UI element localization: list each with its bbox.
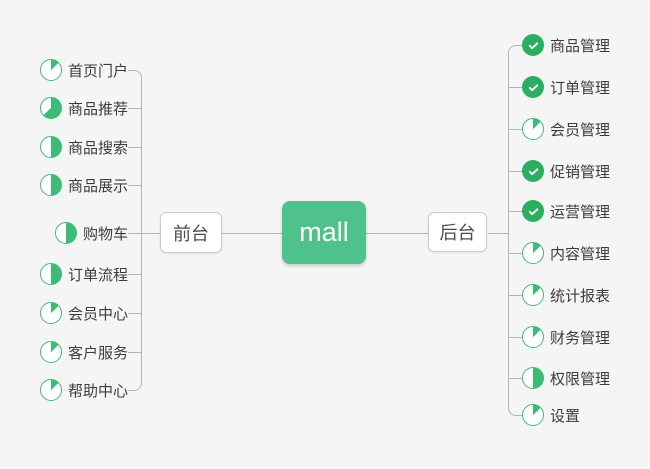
item-label: 运营管理 xyxy=(550,203,611,221)
item-label: 订单管理 xyxy=(550,79,611,97)
mindmap-item[interactable]: 会员管理 xyxy=(522,117,610,141)
item-label: 商品推荐 xyxy=(67,100,128,118)
mindmap-item[interactable]: 商品搜索 xyxy=(39,135,128,159)
mindmap-item[interactable]: 客户服务 xyxy=(39,340,128,364)
connector-line xyxy=(142,233,161,234)
pie-progress-icon xyxy=(522,367,544,389)
pie-progress-icon xyxy=(522,242,544,264)
pie-progress-icon xyxy=(39,97,62,119)
item-label: 内容管理 xyxy=(550,245,611,263)
pie-progress-icon xyxy=(54,222,77,244)
mindmap-item[interactable]: 商品展示 xyxy=(39,173,128,197)
root-node-mall[interactable]: mall xyxy=(282,201,366,264)
item-label: 订单流程 xyxy=(67,266,128,284)
mindmap-item[interactable]: 订单流程 xyxy=(39,262,128,286)
connector-line xyxy=(128,147,142,148)
item-label: 促销管理 xyxy=(550,163,611,181)
check-icon xyxy=(522,76,544,98)
connector-line xyxy=(128,233,142,234)
connector-line xyxy=(508,171,522,172)
item-label: 权限管理 xyxy=(550,370,611,388)
check-icon xyxy=(522,34,544,56)
connector-line xyxy=(508,211,522,212)
mindmap-item[interactable]: 商品推荐 xyxy=(39,96,128,120)
connector-line xyxy=(128,274,142,275)
item-label: 会员管理 xyxy=(550,121,611,139)
mindmap-item[interactable]: 购物车 xyxy=(54,221,128,245)
mindmap-item[interactable]: 权限管理 xyxy=(522,366,610,390)
connector-line xyxy=(128,185,142,186)
item-label: 设置 xyxy=(550,407,581,425)
mindmap-item[interactable]: 设置 xyxy=(522,403,580,427)
connector-line xyxy=(508,295,522,296)
mindmap-item[interactable]: 首页门户 xyxy=(39,58,128,82)
pie-progress-icon xyxy=(522,118,544,140)
item-label: 会员中心 xyxy=(67,305,128,323)
mindmap-item[interactable]: 统计报表 xyxy=(522,283,610,307)
connector-line xyxy=(128,108,142,109)
mindmap-item[interactable]: 会员中心 xyxy=(39,301,128,325)
item-label: 购物车 xyxy=(82,225,128,243)
check-icon xyxy=(522,200,544,222)
mindmap-item[interactable]: 帮助中心 xyxy=(39,378,128,402)
pie-progress-icon xyxy=(39,174,62,196)
connector-line xyxy=(508,253,522,254)
pie-progress-icon xyxy=(522,284,544,306)
connector-line xyxy=(128,313,142,314)
branch-node-frontend[interactable]: 前台 xyxy=(160,212,222,253)
pie-progress-icon xyxy=(39,136,62,158)
mindmap-item[interactable]: 运营管理 xyxy=(522,199,610,223)
connector-line xyxy=(508,337,522,338)
connector-line xyxy=(508,87,522,88)
connector-line xyxy=(222,233,282,234)
item-label: 客户服务 xyxy=(67,344,128,362)
pie-progress-icon xyxy=(39,59,62,81)
connector-line xyxy=(508,378,522,379)
mindmap-item[interactable]: 商品管理 xyxy=(522,33,610,57)
item-label: 商品管理 xyxy=(550,37,611,55)
pie-progress-icon xyxy=(39,263,62,285)
item-label: 商品搜索 xyxy=(67,139,128,157)
left-branch-bracket xyxy=(128,70,142,391)
pie-progress-icon xyxy=(39,379,62,401)
mindmap-item[interactable]: 财务管理 xyxy=(522,325,610,349)
connector-line xyxy=(366,233,428,234)
item-label: 帮助中心 xyxy=(67,382,128,400)
check-icon xyxy=(522,160,544,182)
connector-line xyxy=(508,129,522,130)
pie-progress-icon xyxy=(522,404,544,426)
branch-node-backend[interactable]: 后台 xyxy=(428,212,487,252)
pie-progress-icon xyxy=(39,302,62,324)
pie-progress-icon xyxy=(522,326,544,348)
pie-progress-icon xyxy=(39,341,62,363)
connector-line xyxy=(488,233,508,234)
right-branch-bracket xyxy=(508,45,522,416)
item-label: 商品展示 xyxy=(67,177,128,195)
mindmap-item[interactable]: 促销管理 xyxy=(522,159,610,183)
item-label: 财务管理 xyxy=(550,329,611,347)
item-label: 统计报表 xyxy=(550,287,611,305)
mindmap-item[interactable]: 内容管理 xyxy=(522,241,610,265)
mindmap-item[interactable]: 订单管理 xyxy=(522,75,610,99)
connector-line xyxy=(128,352,142,353)
item-label: 首页门户 xyxy=(67,62,128,80)
